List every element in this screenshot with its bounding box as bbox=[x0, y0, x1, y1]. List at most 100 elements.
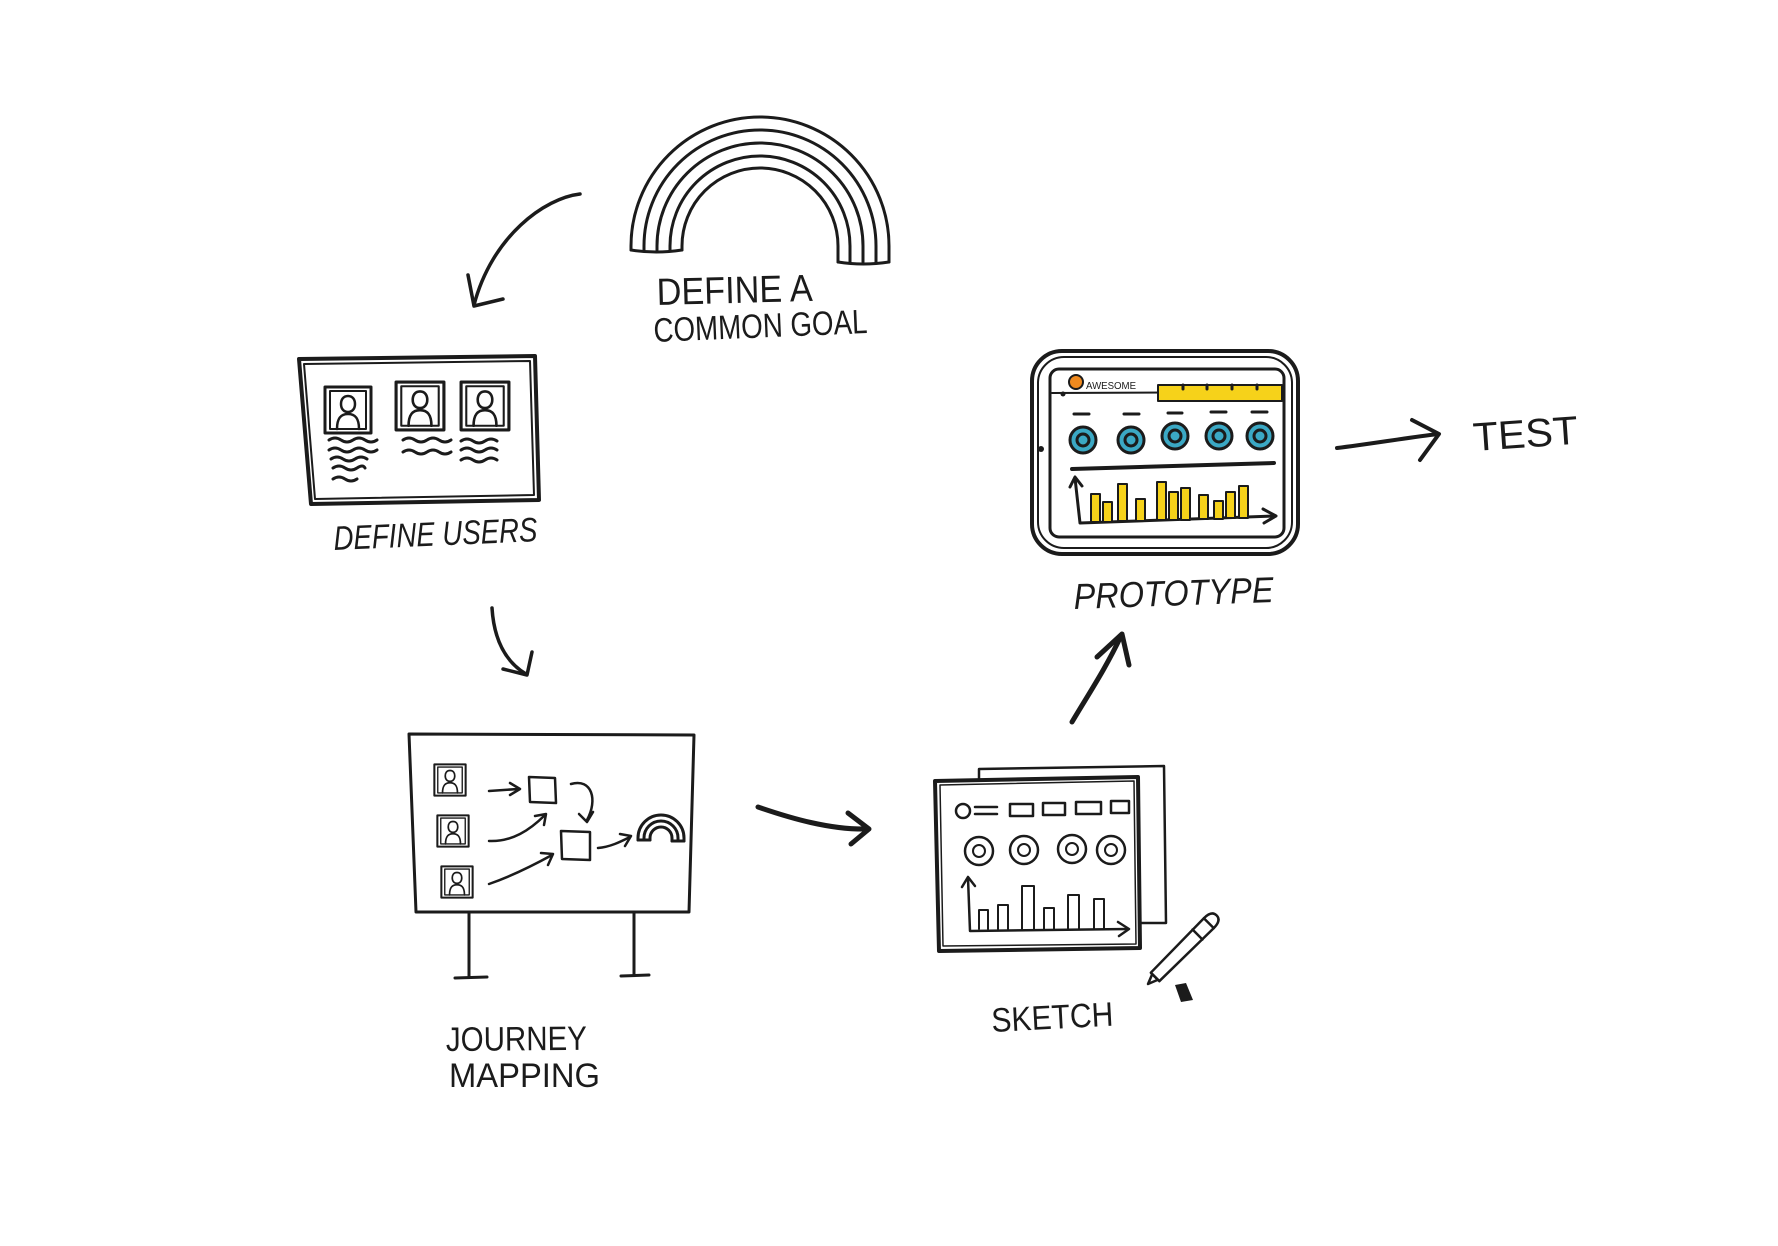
app-logo-icon bbox=[1068, 374, 1084, 390]
user-notes-scribble bbox=[327, 436, 499, 483]
tablet-screen bbox=[1048, 367, 1286, 539]
home-button-icon bbox=[1038, 446, 1044, 452]
test-label: TEST bbox=[1472, 409, 1580, 460]
prototype-bar bbox=[1225, 491, 1236, 519]
logo-circle bbox=[954, 802, 972, 820]
arrow-journey-to-sketch bbox=[755, 804, 872, 847]
board-frame bbox=[297, 354, 541, 506]
arrow-head bbox=[845, 810, 872, 847]
whiteboard-stand bbox=[453, 910, 651, 980]
chart-axes bbox=[1073, 476, 1277, 525]
user-board-icon bbox=[297, 354, 541, 506]
app-brand-name: AWESOME bbox=[1086, 381, 1136, 392]
arrow-shaft bbox=[1335, 432, 1440, 450]
kpi-circle bbox=[1116, 425, 1146, 455]
journey-portrait bbox=[440, 865, 474, 899]
rainbow-band bbox=[680, 166, 840, 264]
rainbow-band bbox=[642, 128, 878, 264]
pen-cap-icon bbox=[1175, 983, 1193, 1002]
prototype-bar bbox=[1180, 487, 1191, 521]
app-nav-tabs bbox=[1157, 384, 1283, 402]
sketch-bar bbox=[1043, 907, 1055, 930]
arrow-users-to-journey bbox=[490, 606, 534, 677]
prototype-bar bbox=[1168, 491, 1179, 521]
sketch-tab bbox=[1008, 802, 1035, 818]
journey-step: JOURNEY MAPPING bbox=[407, 732, 696, 1095]
user-portrait bbox=[394, 380, 446, 432]
rainbow-band bbox=[629, 115, 891, 264]
kpi-circle bbox=[1245, 421, 1275, 451]
sketch-tab bbox=[1074, 800, 1103, 816]
mini-rainbow-icon bbox=[636, 813, 686, 843]
arrow-shaft bbox=[490, 606, 528, 676]
board-frame-inner bbox=[303, 360, 535, 500]
sketch-tab bbox=[1041, 801, 1067, 817]
app-header: AWESOME bbox=[1051, 374, 1284, 402]
whiteboard-frame bbox=[407, 732, 696, 914]
kpi-circle bbox=[1204, 421, 1234, 451]
rainbow-icon bbox=[629, 115, 891, 266]
users-step: DEFINE USERS bbox=[297, 354, 541, 558]
user-portrait bbox=[459, 380, 511, 432]
goal-step: DEFINE A COMMON GOAL bbox=[629, 115, 891, 350]
journey-board-icon bbox=[407, 732, 696, 980]
journey-label-line1: JOURNEY bbox=[446, 1020, 587, 1059]
prototype-bar bbox=[1135, 498, 1146, 522]
prototype-label: PROTOTYPE bbox=[1073, 569, 1275, 617]
sketch-bar bbox=[1021, 885, 1035, 930]
journey-portrait bbox=[433, 763, 467, 797]
rainbow-cap bbox=[629, 248, 684, 254]
prototype-bar-chart bbox=[1068, 475, 1278, 525]
sketch-tab bbox=[1109, 799, 1131, 815]
sticky-note bbox=[527, 775, 558, 805]
arrow-head bbox=[1094, 631, 1132, 668]
arrow-prototype-to-test bbox=[1335, 418, 1441, 462]
kpi-circles bbox=[1068, 421, 1275, 455]
sketch-bar bbox=[1067, 894, 1080, 930]
journey-portrait bbox=[436, 814, 470, 848]
prototype-bar bbox=[1102, 501, 1113, 523]
kpi-circle bbox=[1068, 425, 1098, 455]
arrow-shaft bbox=[755, 804, 871, 832]
arrow-head bbox=[501, 650, 534, 677]
prototype-bar bbox=[1090, 493, 1101, 523]
sketch-bar bbox=[997, 904, 1009, 930]
prototype-bar bbox=[1238, 485, 1249, 519]
arrow-shaft bbox=[472, 192, 582, 307]
prototype-bar bbox=[1213, 500, 1224, 520]
journey-arrows bbox=[487, 781, 633, 886]
journey-label-line2: MAPPING bbox=[449, 1057, 600, 1095]
sketch-label: SKETCH bbox=[990, 996, 1114, 1040]
rainbow-cap bbox=[836, 260, 891, 266]
back-paper bbox=[977, 764, 1168, 925]
chart-axes bbox=[966, 876, 1130, 933]
arrow-sketch-to-prototype bbox=[1069, 631, 1132, 725]
test-step: TEST bbox=[1472, 409, 1580, 460]
tablet-icon: AWESOME bbox=[1030, 349, 1300, 556]
rainbow-band bbox=[668, 154, 852, 264]
sketch-bar bbox=[1093, 898, 1105, 930]
prototype-bar bbox=[1156, 481, 1167, 521]
sketch-step: SKETCH bbox=[933, 764, 1220, 1040]
prototype-step: AWESOME bbox=[1030, 349, 1300, 617]
goal-label-line1: DEFINE A bbox=[656, 268, 814, 314]
tablet-body bbox=[1030, 349, 1300, 556]
kpi-dashes bbox=[1072, 410, 1269, 416]
arrow-head bbox=[1410, 418, 1441, 462]
arrow-shaft bbox=[1069, 633, 1124, 725]
rainbow-band bbox=[655, 141, 865, 264]
section-divider bbox=[1070, 461, 1276, 471]
sketch-paper-icon bbox=[933, 764, 1168, 953]
prototype-bar bbox=[1198, 494, 1209, 520]
sticky-note bbox=[559, 829, 592, 862]
user-portrait bbox=[323, 385, 373, 435]
sketch-bar-chart bbox=[960, 875, 1131, 938]
sketch-bar bbox=[978, 909, 989, 930]
sketch-header bbox=[954, 799, 1131, 820]
marker-pen-icon bbox=[1146, 912, 1220, 986]
arrow-head bbox=[466, 273, 505, 308]
arrow-goal-to-users bbox=[466, 192, 582, 308]
prototype-bar bbox=[1117, 483, 1128, 522]
front-paper bbox=[933, 775, 1142, 953]
